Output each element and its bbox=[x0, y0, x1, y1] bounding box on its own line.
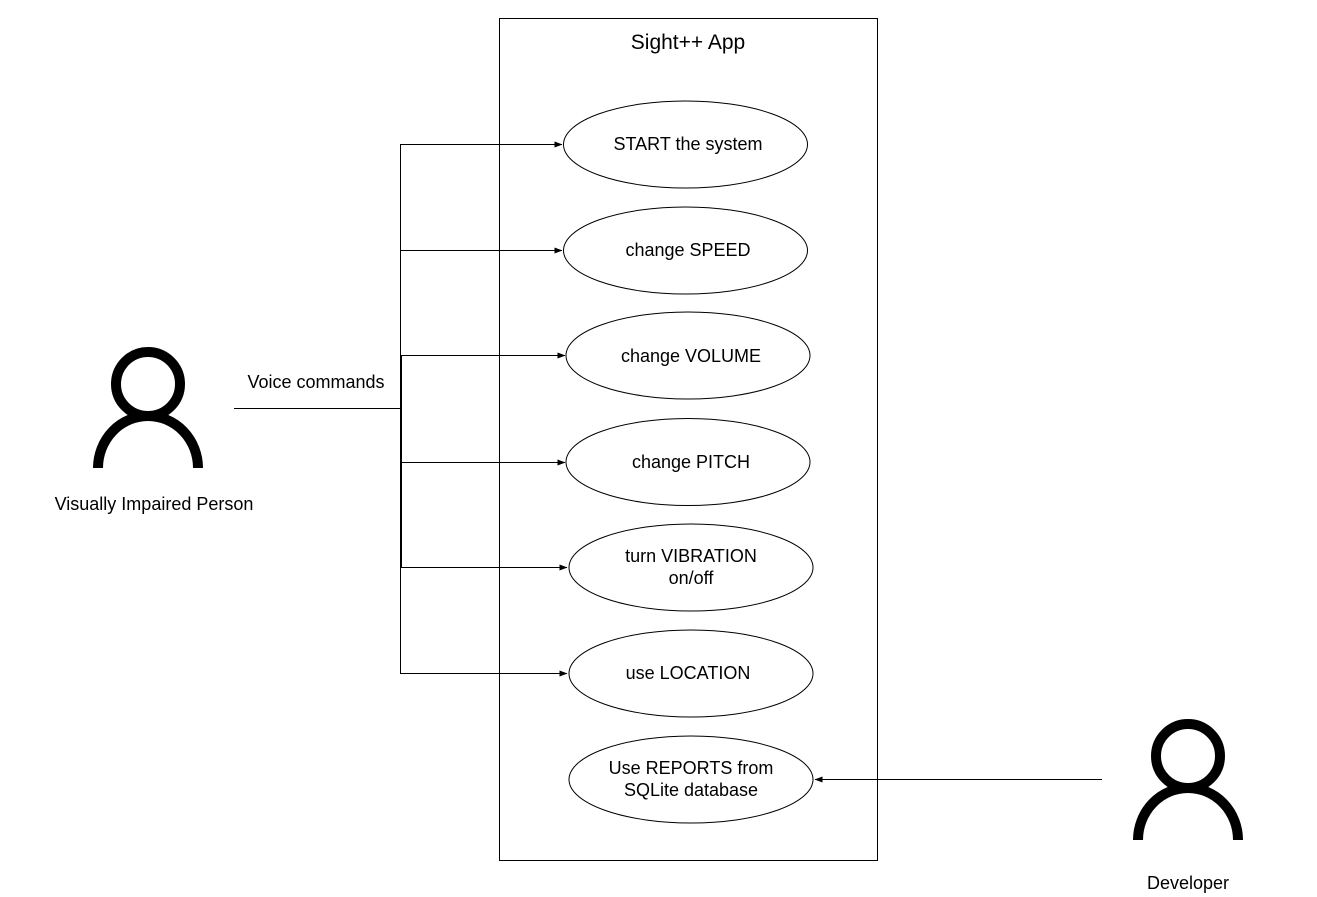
person-icon bbox=[111, 347, 185, 421]
system-boundary bbox=[499, 18, 878, 861]
use-case-label: change SPEED bbox=[625, 240, 750, 260]
use-case-label: change PITCH bbox=[632, 452, 750, 472]
use-case-label: on/off bbox=[669, 568, 715, 588]
use-case-label: SQLite database bbox=[624, 780, 758, 800]
use-case-label: change VOLUME bbox=[621, 346, 761, 366]
user-connectors bbox=[234, 141, 568, 677]
use-case-ellipse bbox=[568, 735, 814, 824]
use-case-change-volume: change VOLUME bbox=[565, 311, 811, 400]
system-title: Sight++ App bbox=[631, 31, 745, 54]
connector-label: Voice commands bbox=[247, 372, 384, 392]
use-case-use-location: use LOCATION bbox=[568, 629, 814, 718]
use-case-change-speed: change SPEED bbox=[563, 206, 808, 295]
use-case-change-pitch: change PITCH bbox=[565, 418, 811, 506]
use-case-ellipse bbox=[568, 629, 814, 718]
use-case-start-the-system: START the system bbox=[563, 100, 808, 189]
use-case-label: use LOCATION bbox=[626, 663, 751, 683]
use-case-turn-vibration: turn VIBRATION on/off bbox=[568, 523, 814, 612]
use-case-label: START the system bbox=[613, 134, 762, 154]
use-case-label: Use REPORTS from bbox=[609, 758, 774, 778]
person-body-icon bbox=[1133, 783, 1243, 841]
use-case-use-reports: Use REPORTS from SQLite database bbox=[568, 735, 814, 824]
use-case-label: turn VIBRATION bbox=[625, 546, 757, 566]
use-case-ellipse bbox=[563, 206, 808, 295]
person-body-icon bbox=[93, 411, 203, 469]
use-case-ellipse bbox=[565, 311, 811, 400]
actor-visually-impaired-person: Visually Impaired Person bbox=[55, 347, 254, 514]
use-case-ellipse bbox=[563, 100, 808, 189]
actor-label: Developer bbox=[1147, 873, 1229, 893]
use-case-ellipse bbox=[565, 418, 811, 506]
use-case-ellipse bbox=[568, 523, 814, 612]
actor-label: Visually Impaired Person bbox=[55, 494, 254, 514]
person-icon bbox=[1151, 719, 1225, 793]
actor-developer: Developer bbox=[1133, 719, 1243, 893]
